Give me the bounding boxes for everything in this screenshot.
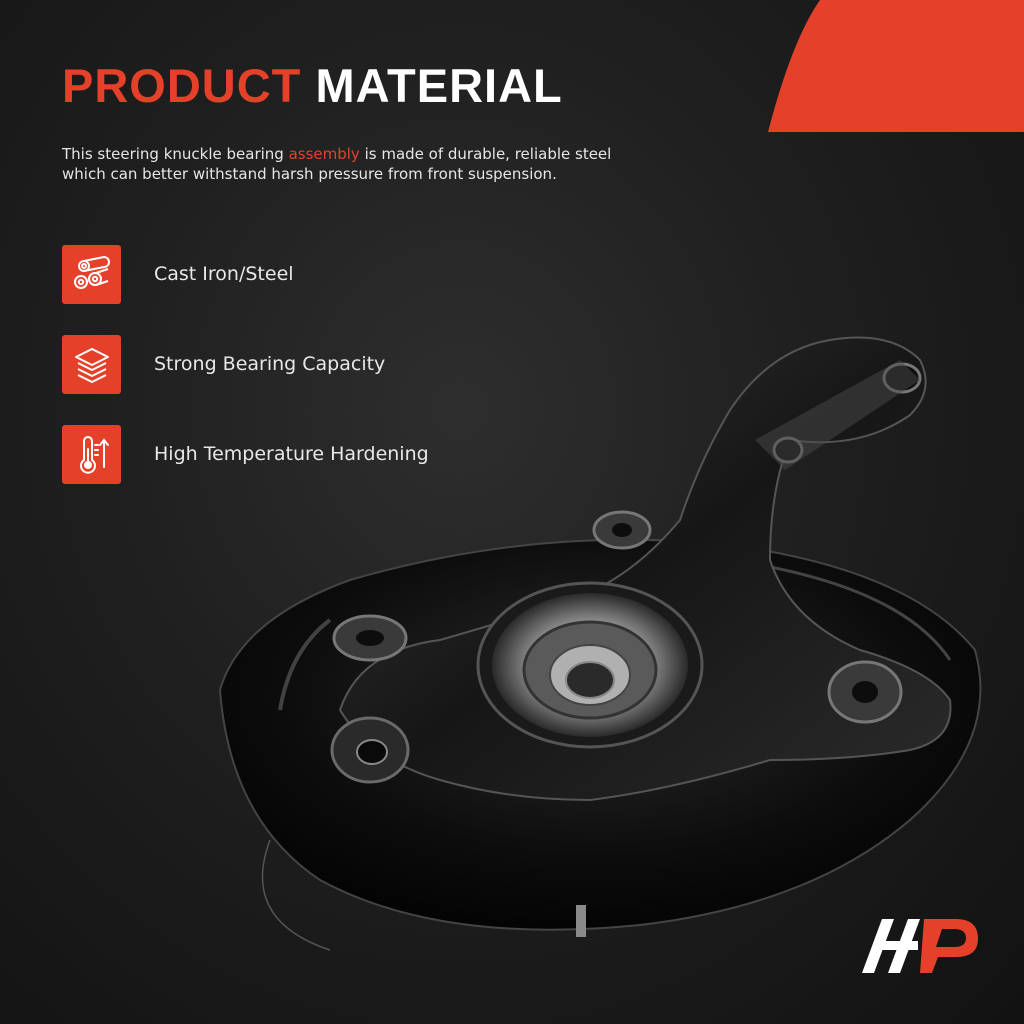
feature-label: Strong Bearing Capacity — [154, 353, 386, 375]
thermometer-icon — [62, 425, 121, 484]
page-title: PRODUCT MATERIAL — [62, 62, 563, 109]
feature-label: Cast Iron/Steel — [154, 263, 294, 285]
title-rest-word: MATERIAL — [315, 59, 563, 112]
product-description: This steering knuckle bearing assembly i… — [62, 144, 622, 184]
title-accent-word: PRODUCT — [62, 59, 302, 112]
layers-icon — [62, 335, 121, 394]
description-highlight: assembly — [288, 145, 360, 163]
feature-label: High Temperature Hardening — [154, 443, 429, 465]
brand-logo — [862, 919, 978, 973]
steering-knuckle-image — [218, 336, 982, 951]
feature-item-temperature-hardening: High Temperature Hardening — [62, 425, 482, 485]
description-text-end: is made of durable, reliable steel which… — [62, 145, 612, 183]
feature-item-cast-iron: Cast Iron/Steel — [62, 245, 482, 305]
feature-item-bearing-capacity: Strong Bearing Capacity — [62, 335, 482, 395]
description-text-start: This steering knuckle bearing — [62, 145, 289, 163]
pipes-icon — [62, 245, 121, 304]
